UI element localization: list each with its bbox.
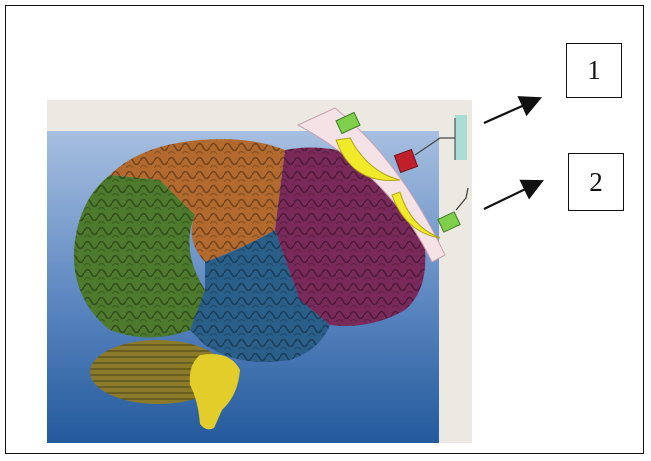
label-1-text: 1: [587, 55, 601, 86]
label-box-2: 2: [568, 153, 624, 211]
arrow-icon-2: [484, 182, 540, 209]
teal-bar: [455, 115, 467, 160]
label-box-1: 1: [566, 43, 622, 98]
arrow-icon-1: [484, 99, 538, 123]
label-2-text: 2: [589, 167, 603, 198]
